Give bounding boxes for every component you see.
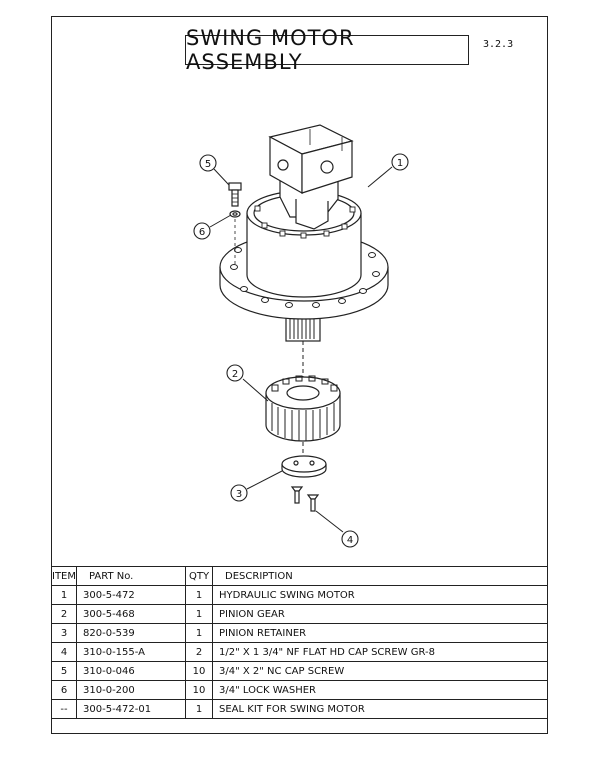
callout-2: 2 <box>226 364 244 382</box>
lock-washer-illustration <box>229 210 241 218</box>
cap-screw-illustration <box>228 182 242 207</box>
svg-text:1: 1 <box>397 158 403 169</box>
description-cell: 3/4" LOCK WASHER <box>212 680 547 700</box>
qty-cell: 1 <box>185 699 214 719</box>
table-row: 5 310-0-046 10 3/4" X 2" NC CAP SCREW <box>52 661 547 681</box>
item-cell: 4 <box>52 642 78 662</box>
qty-cell: 10 <box>185 680 214 700</box>
description-cell: 1/2" X 1 3/4" NF FLAT HD CAP SCREW GR-8 <box>212 642 547 662</box>
page-reference: 3.2.3 <box>483 39 514 50</box>
pinion-gear-illustration <box>265 375 341 442</box>
table-row: 2 300-5-468 1 PINION GEAR <box>52 604 547 624</box>
callout-4: 4 <box>341 530 359 548</box>
item-cell: 3 <box>52 623 78 643</box>
qty-cell: 10 <box>185 661 214 681</box>
table-row: 6 310-0-200 10 3/4" LOCK WASHER <box>52 680 547 700</box>
table-header-row: ITEM PART No. QTY DESCRIPTION <box>52 566 547 586</box>
parts-list-table: ITEM PART No. QTY DESCRIPTION 1 300-5-47… <box>52 566 547 719</box>
pinion-retainer-illustration <box>281 455 327 478</box>
column-header-item: ITEM <box>52 566 78 586</box>
part-number-cell: 300-5-472 <box>76 585 187 605</box>
item-cell: 1 <box>52 585 78 605</box>
part-number-cell: 310-0-200 <box>76 680 187 700</box>
svg-text:6: 6 <box>199 227 205 238</box>
part-number-cell: 310-0-155-A <box>76 642 187 662</box>
description-cell: PINION GEAR <box>212 604 547 624</box>
svg-text:4: 4 <box>347 535 353 546</box>
part-number-cell: 300-5-472-01 <box>76 699 187 719</box>
part-number-cell: 820-0-539 <box>76 623 187 643</box>
description-cell: HYDRAULIC SWING MOTOR <box>212 585 547 605</box>
column-header-description: DESCRIPTION <box>212 566 547 586</box>
table-row: 1 300-5-472 1 HYDRAULIC SWING MOTOR <box>52 585 547 605</box>
item-cell: -- <box>52 699 78 719</box>
qty-cell: 1 <box>185 585 214 605</box>
svg-text:3: 3 <box>236 489 242 500</box>
table-row: 3 820-0-539 1 PINION RETAINER <box>52 623 547 643</box>
qty-cell: 2 <box>185 642 214 662</box>
part-number-cell: 310-0-046 <box>76 661 187 681</box>
description-cell: SEAL KIT FOR SWING MOTOR <box>212 699 547 719</box>
callout-6: 6 <box>193 222 211 240</box>
table-row: -- 300-5-472-01 1 SEAL KIT FOR SWING MOT… <box>52 699 547 719</box>
item-cell: 2 <box>52 604 78 624</box>
exploded-view-drawing: 1 5 6 2 3 4 <box>193 124 409 548</box>
callout-3: 3 <box>230 484 248 502</box>
description-cell: PINION RETAINER <box>212 623 547 643</box>
swing-motor-illustration <box>219 124 389 342</box>
item-cell: 6 <box>52 680 78 700</box>
callout-1: 1 <box>391 153 409 171</box>
column-header-qty: QTY <box>185 566 214 586</box>
qty-cell: 1 <box>185 623 214 643</box>
svg-text:2: 2 <box>232 369 238 380</box>
qty-cell: 1 <box>185 604 214 624</box>
description-cell: 3/4" X 2" NC CAP SCREW <box>212 661 547 681</box>
table-row: 4 310-0-155-A 2 1/2" X 1 3/4" NF FLAT HD… <box>52 642 547 662</box>
item-cell: 5 <box>52 661 78 681</box>
svg-text:5: 5 <box>205 159 211 170</box>
flat-head-screws-illustration <box>290 486 320 512</box>
part-number-cell: 300-5-468 <box>76 604 187 624</box>
column-header-part-no: PART No. <box>76 566 187 586</box>
drawing-sheet: SWING MOTOR ASSEMBLY 3.2.3 <box>51 16 548 734</box>
callout-5: 5 <box>199 154 217 172</box>
